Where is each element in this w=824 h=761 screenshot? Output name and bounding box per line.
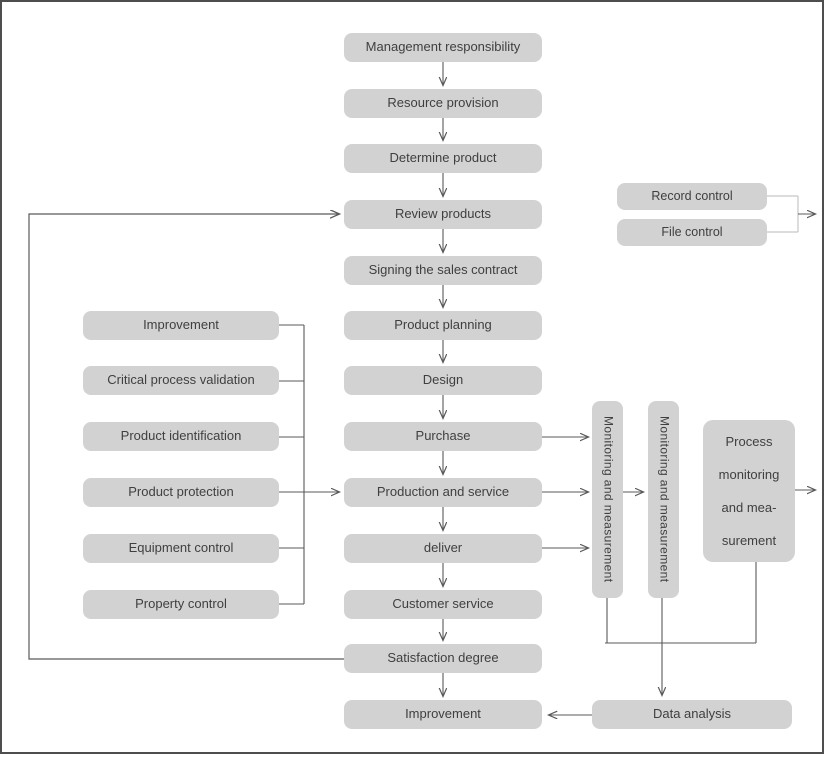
- left-bracket-lines: [279, 324, 339, 605]
- node-signing-sales-contract: Signing the sales contract: [344, 256, 542, 285]
- monitoring-arrows: [542, 437, 815, 548]
- node-critical-process-validation: Critical process validation: [83, 366, 279, 395]
- node-review-products: Review products: [344, 200, 542, 229]
- node-product-planning: Product planning: [344, 311, 542, 340]
- node-determine-product: Determine product: [344, 144, 542, 173]
- feedback-loop-line: [28, 214, 344, 660]
- node-process-monitoring-and-measurement: Process monitoring and mea-surement: [703, 420, 795, 562]
- node-product-identification: Product identification: [83, 422, 279, 451]
- node-satisfaction-degree: Satisfaction degree: [344, 644, 542, 673]
- record-bracket-lines: [767, 195, 815, 233]
- node-data-analysis: Data analysis: [592, 700, 792, 729]
- node-deliver: deliver: [344, 534, 542, 563]
- data-analysis-connectors: [549, 562, 757, 715]
- node-monitoring-and-measurement-2: Monitoring and measurement: [648, 401, 679, 598]
- node-resource-provision: Resource provision: [344, 89, 542, 118]
- node-file-control: File control: [617, 219, 767, 246]
- node-property-control: Property control: [83, 590, 279, 619]
- node-purchase: Purchase: [344, 422, 542, 451]
- node-monitoring-and-measurement-1: Monitoring and measurement: [592, 401, 623, 598]
- node-record-control: Record control: [617, 183, 767, 210]
- node-management-responsibility: Management responsibility: [344, 33, 542, 62]
- node-product-protection: Product protection: [83, 478, 279, 507]
- node-production-and-service: Production and service: [344, 478, 542, 507]
- node-design: Design: [344, 366, 542, 395]
- node-improvement-final: Improvement: [344, 700, 542, 729]
- node-improvement-left: Improvement: [83, 311, 279, 340]
- node-customer-service: Customer service: [344, 590, 542, 619]
- node-equipment-control: Equipment control: [83, 534, 279, 563]
